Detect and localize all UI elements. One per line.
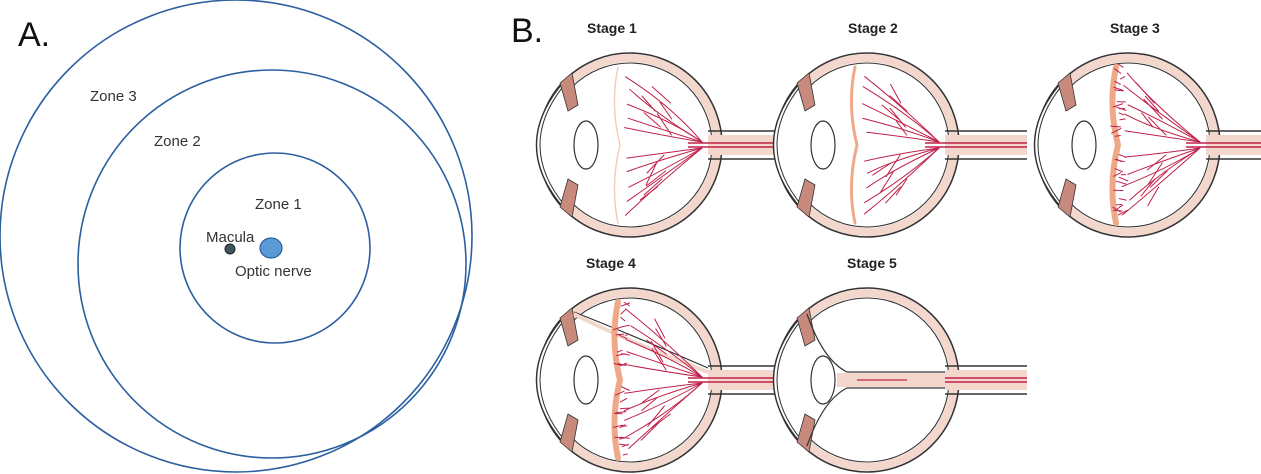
lens: [574, 356, 598, 404]
eye-stage-2: [774, 53, 1028, 237]
zone-3-label: Zone 3: [90, 88, 137, 105]
zone-1-label: Zone 1: [255, 196, 302, 213]
eye-stage-4: [537, 288, 791, 472]
stage-5-title: Stage 5: [847, 255, 897, 271]
lens: [811, 121, 835, 169]
zone-2-label: Zone 2: [154, 133, 201, 150]
neovascular-tuft: [622, 426, 627, 427]
eye-stage-3: [1035, 53, 1261, 237]
eye-stage-5: [774, 288, 1028, 472]
stage-2-title: Stage 2: [848, 20, 898, 36]
panel-a: A. Zone 3 Zone 2 Zone 1 Macula Optic ner…: [0, 0, 472, 472]
stage-eyes: [537, 53, 1261, 472]
lens: [1072, 121, 1096, 169]
optic-nerve-label: Optic nerve: [235, 263, 312, 280]
stage-3-title: Stage 3: [1110, 20, 1160, 36]
optic-nerve-fill: [1206, 135, 1261, 155]
optic-nerve-disc: [260, 238, 282, 258]
eye-stage-1: [537, 53, 791, 237]
panel-b: B. Stage 1 Stage 2 Stage 3 Stage 4 Stage…: [511, 12, 1261, 472]
optic-nerve-fill: [945, 135, 1027, 155]
lens: [574, 121, 598, 169]
panel-b-label: B.: [511, 12, 543, 50]
lens: [811, 356, 835, 404]
stage-4-title: Stage 4: [586, 255, 636, 271]
macula-label: Macula: [206, 229, 255, 246]
macula-dot: [225, 244, 235, 254]
stage-1-title: Stage 1: [587, 20, 637, 36]
panel-a-label: A.: [18, 16, 50, 54]
neovascular-tuft: [616, 334, 624, 335]
optic-nerve-fill: [945, 370, 1027, 390]
